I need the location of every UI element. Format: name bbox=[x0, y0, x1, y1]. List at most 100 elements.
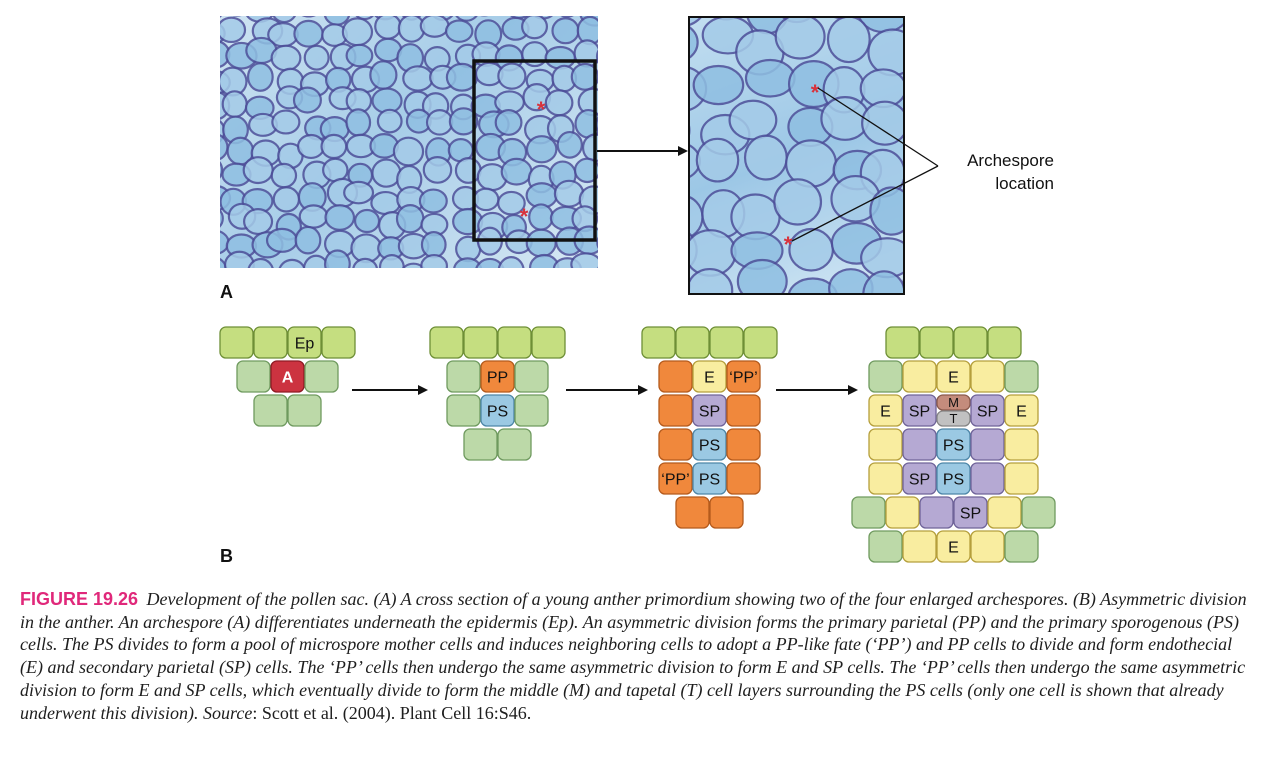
cell-generic bbox=[497, 428, 532, 461]
cell-sp bbox=[970, 462, 1005, 495]
micrograph-cell bbox=[246, 62, 274, 92]
cell-epidermis bbox=[253, 326, 288, 359]
micrograph-cell bbox=[595, 49, 598, 64]
cell-endothecium bbox=[1004, 462, 1039, 495]
cell-middle-label: M bbox=[948, 395, 959, 410]
cell-epidermis bbox=[987, 326, 1022, 359]
cell-epidermis-ep-label: Ep bbox=[295, 335, 315, 352]
cell-primary-sporogenous bbox=[692, 428, 727, 461]
cell-sp bbox=[902, 428, 937, 461]
cell-endothecium bbox=[970, 360, 1005, 393]
cell-endothecial-label: E bbox=[1016, 403, 1027, 420]
cell-generic bbox=[868, 360, 903, 393]
micrograph-cell bbox=[826, 18, 871, 64]
cell-endothecial-label: E bbox=[948, 539, 959, 556]
stage-arrow-2 bbox=[566, 385, 648, 395]
cell-generic bbox=[463, 428, 498, 461]
cell-primary-sporogenous-label: PS bbox=[699, 437, 720, 454]
cell-primary-sporogenous bbox=[936, 462, 971, 495]
micrograph-cell bbox=[323, 249, 351, 268]
cell-endothecium bbox=[885, 496, 920, 529]
panel-label-a: A bbox=[220, 282, 233, 302]
micrograph-cell bbox=[453, 257, 483, 268]
micrograph-cell bbox=[862, 270, 903, 293]
cell-epidermis bbox=[429, 326, 464, 359]
cell-endothecial-label: E bbox=[948, 369, 959, 386]
cell-primary-sporogenous-label: PS bbox=[699, 471, 720, 488]
micrograph-cell bbox=[861, 100, 903, 146]
cell-endothecium bbox=[868, 428, 903, 461]
cell-generic bbox=[446, 360, 481, 393]
cell-endothecial bbox=[692, 360, 727, 393]
micrograph-zoom-cells bbox=[690, 18, 903, 293]
cell-secondary-parietal bbox=[902, 462, 937, 495]
micrograph-cell bbox=[573, 157, 598, 184]
micrograph-cell bbox=[220, 16, 247, 44]
cell-endothecium bbox=[902, 360, 937, 393]
cell-pp bbox=[726, 428, 761, 461]
micrograph-cell bbox=[494, 109, 523, 136]
micrograph-cell bbox=[220, 16, 222, 18]
micrograph-cell bbox=[690, 26, 699, 59]
cell-epidermis bbox=[743, 326, 778, 359]
cell-secondary-parietal bbox=[970, 394, 1005, 427]
micrograph-cell bbox=[788, 277, 838, 293]
cell-secondary-parietal-label: SP bbox=[977, 403, 998, 420]
cell-primary-sporogenous bbox=[480, 394, 515, 427]
archespore-marker-zoom-2: * bbox=[784, 232, 793, 257]
cell-generic bbox=[236, 360, 271, 393]
micrograph-cell bbox=[401, 262, 425, 268]
micrograph-cell bbox=[294, 225, 322, 255]
micrograph-cell bbox=[418, 188, 448, 214]
cell-pp bbox=[726, 394, 761, 427]
cell-pp bbox=[675, 496, 710, 529]
cell-generic bbox=[851, 496, 886, 529]
micrograph-cell bbox=[560, 16, 574, 18]
stage-arrow-1 bbox=[352, 385, 428, 395]
cell-pp-like-label: ‘PP’ bbox=[661, 471, 689, 488]
cell-secondary-parietal bbox=[692, 394, 727, 427]
archespore-annotation: Archespore location bbox=[944, 149, 1054, 195]
micrograph-cell bbox=[869, 186, 903, 236]
cell-generic bbox=[304, 360, 339, 393]
micrograph-cell bbox=[521, 16, 549, 40]
cell-secondary-parietal-label: SP bbox=[960, 505, 981, 522]
figure-number: FIGURE 19.26 bbox=[20, 589, 139, 609]
cell-generic bbox=[446, 394, 481, 427]
micrograph-cell bbox=[773, 178, 823, 226]
micrograph-cell bbox=[475, 257, 505, 268]
cell-secondary-parietal bbox=[902, 394, 937, 427]
micrograph-cell bbox=[345, 43, 374, 68]
cell-generic bbox=[1021, 496, 1056, 529]
micrograph-cell bbox=[497, 256, 525, 268]
micrograph-cell bbox=[220, 209, 224, 228]
cell-primary-sporogenous bbox=[936, 428, 971, 461]
micrograph-cell bbox=[343, 180, 375, 205]
cell-pp bbox=[658, 394, 693, 427]
cell-pp-like bbox=[726, 360, 761, 393]
stage-arrow-3 bbox=[776, 385, 858, 395]
figure-caption: FIGURE 19.26 Development of the pollen s… bbox=[20, 588, 1250, 724]
cell-epidermis bbox=[919, 326, 954, 359]
micrograph-cell bbox=[422, 155, 453, 184]
cell-epidermis bbox=[497, 326, 532, 359]
micrograph-cell bbox=[690, 267, 734, 293]
cell-epidermis bbox=[709, 326, 744, 359]
micrograph-cells bbox=[220, 16, 598, 268]
micrograph-cell bbox=[420, 253, 449, 268]
cell-endothecium bbox=[902, 530, 937, 563]
micrograph-cell bbox=[556, 130, 583, 159]
cell-epidermis bbox=[641, 326, 676, 359]
cell-primary-sporogenous-label: PS bbox=[943, 471, 964, 488]
cell-primary-sporogenous bbox=[692, 462, 727, 495]
cell-pp-like bbox=[658, 462, 693, 495]
archespore-marker-main-1: * bbox=[537, 97, 546, 122]
micrograph-cell bbox=[525, 135, 558, 164]
cell-secondary-parietal-label: SP bbox=[699, 403, 720, 420]
cell-secondary-parietal bbox=[953, 496, 988, 529]
micrograph-cell bbox=[596, 236, 598, 249]
panel-label-b: B bbox=[220, 546, 233, 566]
cell-secondary-parietal-label: SP bbox=[909, 471, 930, 488]
caption-source-text: : Scott et al. (2004). Plant Cell 16:S46… bbox=[252, 702, 532, 723]
micrograph-cell bbox=[455, 16, 478, 22]
